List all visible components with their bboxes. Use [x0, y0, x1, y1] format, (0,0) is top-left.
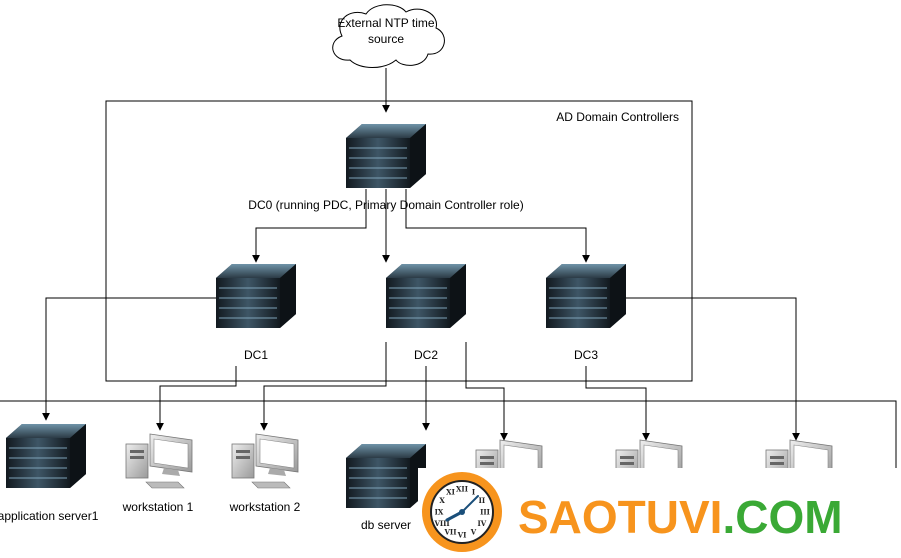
- server-icon: [5, 423, 87, 489]
- server-icon: [385, 263, 467, 329]
- clock-numeral: III: [480, 508, 490, 517]
- clock-numeral: X: [439, 496, 445, 505]
- edge-dc2-client: [465, 342, 508, 441]
- server-icon: [345, 443, 427, 509]
- ntp-label-line1: External NTP time: [337, 16, 434, 30]
- group-border: [105, 100, 693, 382]
- clock-numeral: VIII: [433, 519, 449, 528]
- network-segment-line: [0, 400, 897, 470]
- edge-dc0-dc1: [252, 189, 367, 263]
- clock-numeral: IX: [435, 508, 444, 517]
- dc1-node: DC1: [215, 263, 297, 362]
- ad-domain-controllers-group: AD Domain Controllers: [105, 100, 693, 382]
- server-icon: [345, 123, 427, 189]
- db-server-node: db server: [345, 443, 427, 532]
- clock-numeral: V: [470, 527, 477, 536]
- watermark-text-orange: SAOTUVI: [518, 491, 722, 543]
- edge-dc2-ws2: [260, 342, 387, 431]
- db-server-label: db server: [361, 518, 411, 532]
- ws1-label: workstation 1: [122, 500, 194, 514]
- workstation1-node: workstation 1: [122, 433, 194, 514]
- edge-dc3-client-a: [585, 366, 650, 441]
- app-server-label: application server1: [0, 509, 99, 523]
- clock-numeral: VI: [457, 531, 467, 540]
- watermark-text: SAOTUVI.COM: [518, 491, 843, 543]
- ntp-label-line2: source: [368, 32, 404, 46]
- dc0-label: DC0 (running PDC, Primary Domain Control…: [248, 198, 523, 212]
- dc2-node: DC2: [385, 263, 467, 362]
- clock-numeral: XI: [446, 488, 455, 497]
- workstation-icon: [125, 433, 193, 489]
- dc3-node: DC3: [545, 263, 627, 362]
- watermark-text-green: .COM: [722, 491, 842, 543]
- workstation2-node: workstation 2: [229, 433, 301, 514]
- ntp-cloud: External NTP time source: [332, 4, 445, 68]
- server-icon: [215, 263, 297, 329]
- clock-numeral: VII: [444, 527, 457, 536]
- clock-numeral: I: [472, 488, 475, 497]
- connectors: [42, 68, 800, 441]
- edge-dc3-client-b: [626, 297, 800, 441]
- edge-dc0-dc3: [405, 189, 590, 263]
- app-server-node: application server1: [0, 423, 99, 523]
- dc0-node: DC0 (running PDC, Primary Domain Control…: [248, 123, 524, 212]
- clock-numeral: XII: [456, 485, 468, 494]
- clock-numeral: II: [479, 496, 486, 505]
- server-icon: [545, 263, 627, 329]
- cloud-icon: [332, 4, 445, 68]
- ws2-label: workstation 2: [229, 500, 301, 514]
- edge-dc1-ws1: [156, 366, 237, 431]
- group-label: AD Domain Controllers: [556, 110, 679, 124]
- dc1-label: DC1: [244, 348, 268, 362]
- dc3-label: DC3: [574, 348, 598, 362]
- clock-numeral: IV: [478, 519, 487, 528]
- dc2-label: DC2: [414, 348, 438, 362]
- edge-dc1-app: [42, 297, 216, 421]
- workstation-icon: [231, 433, 299, 489]
